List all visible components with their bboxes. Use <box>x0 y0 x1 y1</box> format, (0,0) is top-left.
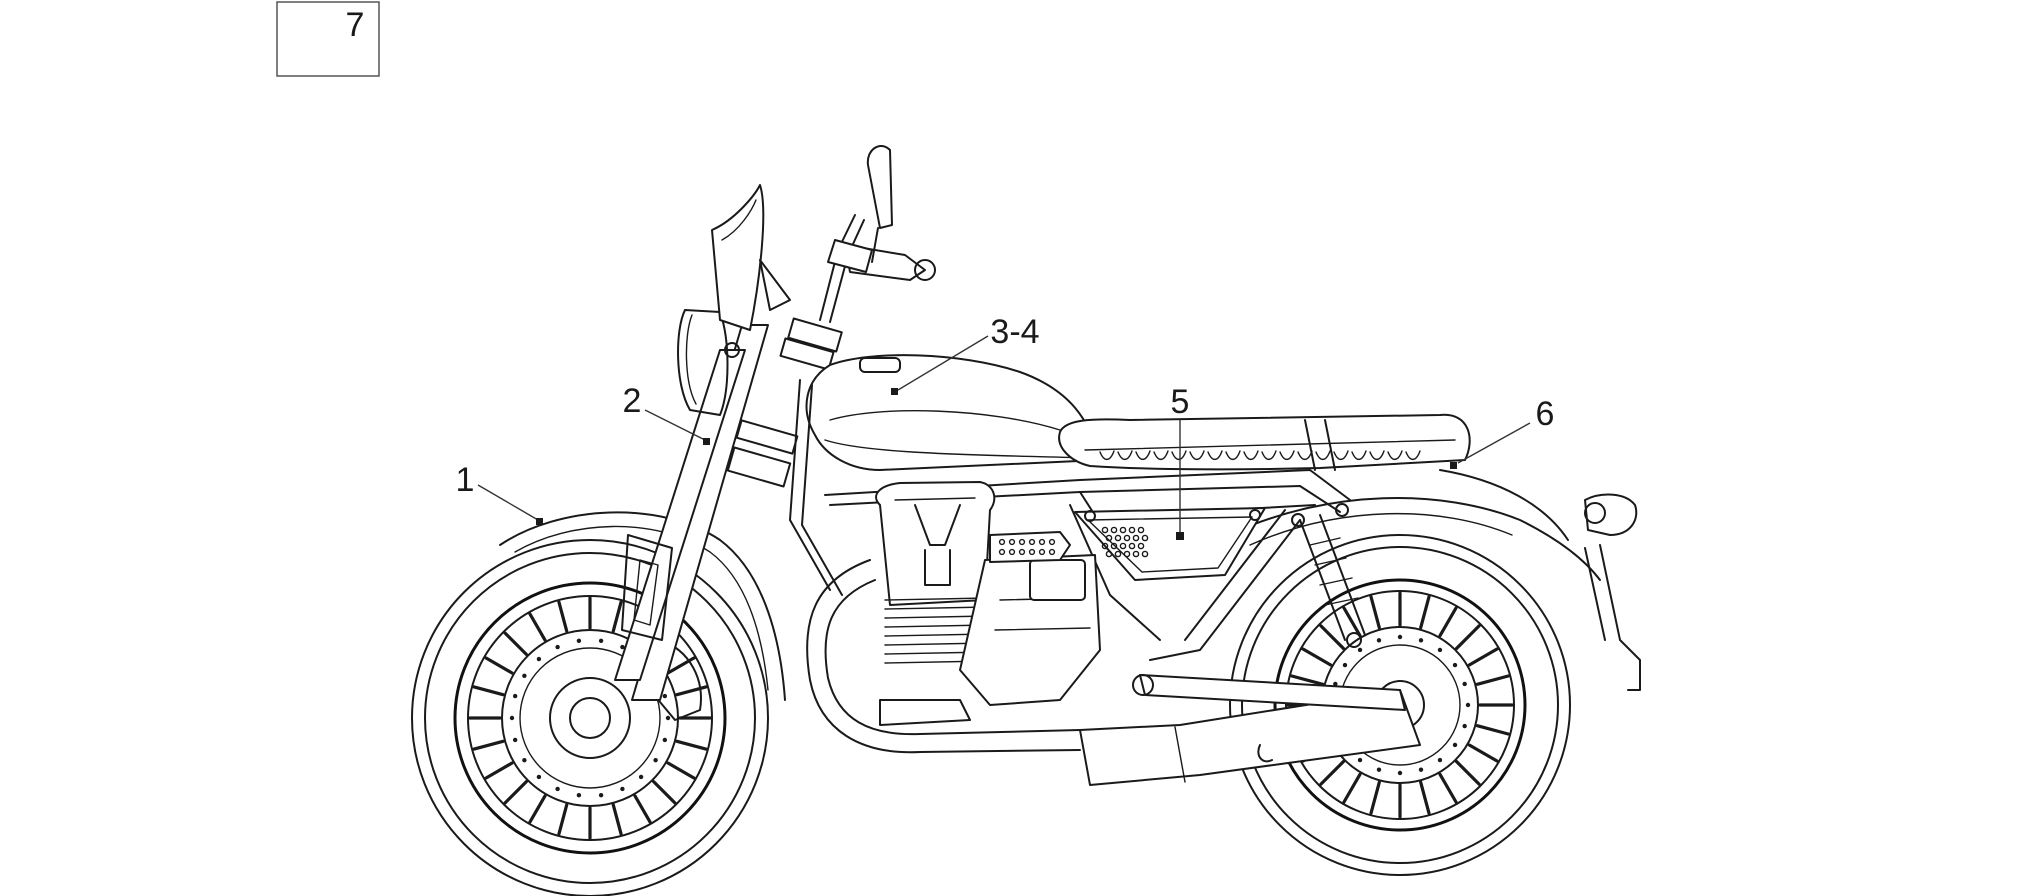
swingarm-and-shock <box>1132 514 1406 711</box>
callout-1-label: 1 <box>456 461 475 499</box>
callout-6-label: 6 <box>1536 395 1555 433</box>
callout-3-4-label: 3-4 <box>990 313 1039 351</box>
reference-box-label: 7 <box>346 6 365 44</box>
reference-box: 7 <box>276 1 380 77</box>
exhaust <box>806 559 1421 786</box>
callout-2-label: 2 <box>623 382 642 420</box>
seat <box>1058 413 1471 471</box>
callout-3-4: 3-4 <box>891 313 1040 395</box>
front-fender <box>499 511 786 701</box>
callout-2: 2 <box>623 382 710 445</box>
engine <box>875 481 1101 726</box>
taillight-and-plate-holder <box>1584 493 1641 691</box>
handlebar-and-mirror <box>819 145 936 323</box>
fuel-tank <box>805 354 1101 471</box>
callout-5: 5 <box>1171 383 1190 540</box>
frame <box>789 379 1351 661</box>
callout-6: 6 <box>1450 395 1554 469</box>
headlight-and-windscreen <box>677 184 791 416</box>
front-fork <box>614 317 843 701</box>
callout-5-label: 5 <box>1171 383 1190 421</box>
side-panel <box>1074 507 1266 581</box>
motorcycle-illustration <box>411 145 1641 896</box>
front-wheel <box>411 539 769 896</box>
callout-1: 1 <box>456 461 543 525</box>
rear-fender <box>1234 497 1601 581</box>
